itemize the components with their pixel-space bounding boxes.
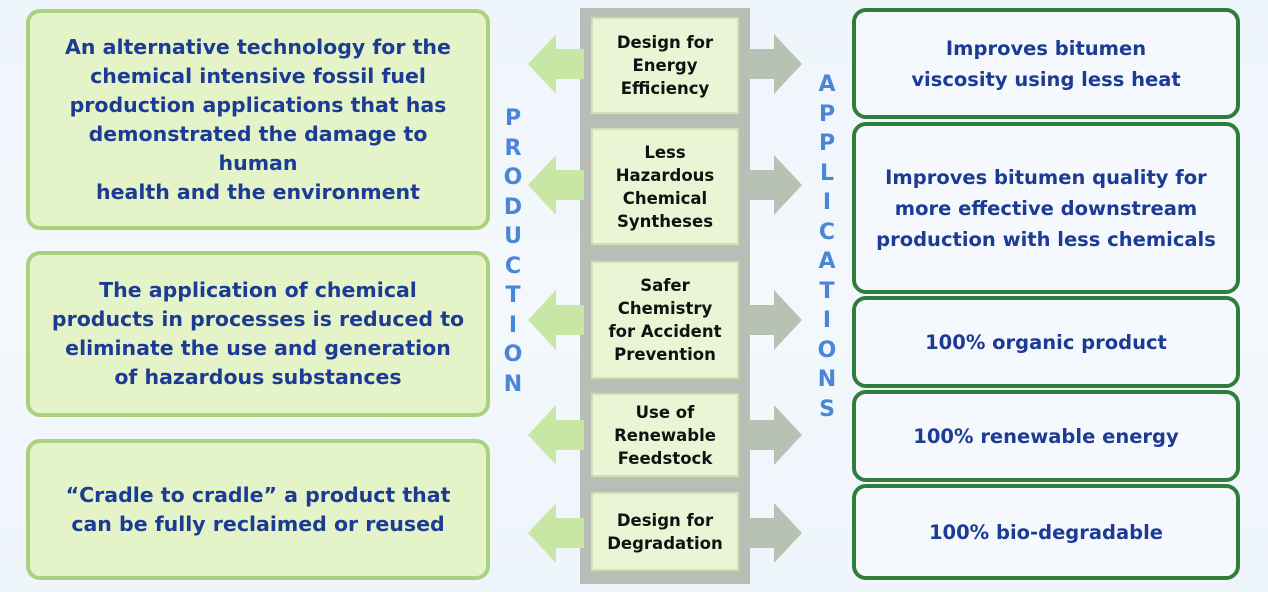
right-arrow-icon [746,405,802,465]
left-arrow-icon [528,503,584,563]
applications-letter: I [822,190,832,215]
production-letter: R [504,135,522,161]
production-letter: N [503,371,523,397]
applications-letter: I [822,308,832,333]
production-letter: D [503,194,523,220]
applications-letter: T [819,278,835,304]
production-letter: C [504,253,522,279]
production-letter: P [504,106,522,131]
left-arrow-icon [528,155,584,215]
production-letter: O [503,342,523,367]
principle-design-for-degradation: Design for Degradation [591,492,739,571]
production-item-2: The application of chemical products in … [26,251,490,417]
principle-safer-chemistry: Safer Chemistry for Accident Prevention [591,261,739,379]
applications-letter: O [817,337,837,363]
production-item-3: “Cradle to cradle” a product that can be… [26,439,490,580]
application-item-1: Improves bitumen viscosity using less he… [852,8,1240,119]
principle-energy-efficiency: Design for Energy Efficiency [591,17,739,114]
left-arrow-icon [528,34,584,94]
applications-letter: L [819,160,835,186]
production-letter: I [508,312,518,338]
application-item-5: 100% bio-degradable [852,484,1240,580]
application-item-3: 100% organic product [852,296,1240,388]
left-arrow-icon [528,290,584,350]
production-item-1: An alternative technology for the chemic… [26,9,490,230]
production-letter: T [505,283,521,308]
applications-letter: S [819,396,835,422]
applications-letter: P [818,131,836,156]
left-arrow-icon [528,405,584,465]
production-letter: O [503,165,523,190]
principle-renewable-feedstock: Use of Renewable Feedstock [591,393,739,477]
application-item-2: Improves bitumen quality for more effect… [852,122,1240,294]
application-item-4: 100% renewable energy [852,390,1240,482]
right-arrow-icon [746,155,802,215]
applications-letter: A [818,249,836,274]
applications-letter: P [818,101,836,127]
right-arrow-icon [746,34,802,94]
right-arrow-icon [746,503,802,563]
applications-letter: C [818,219,836,245]
right-arrow-icon [746,290,802,350]
applications-letter: A [818,72,836,97]
applications-letter: N [817,367,837,392]
principle-less-hazardous-syntheses: Less Hazardous Chemical Syntheses [591,128,739,245]
production-letter: U [504,224,522,249]
